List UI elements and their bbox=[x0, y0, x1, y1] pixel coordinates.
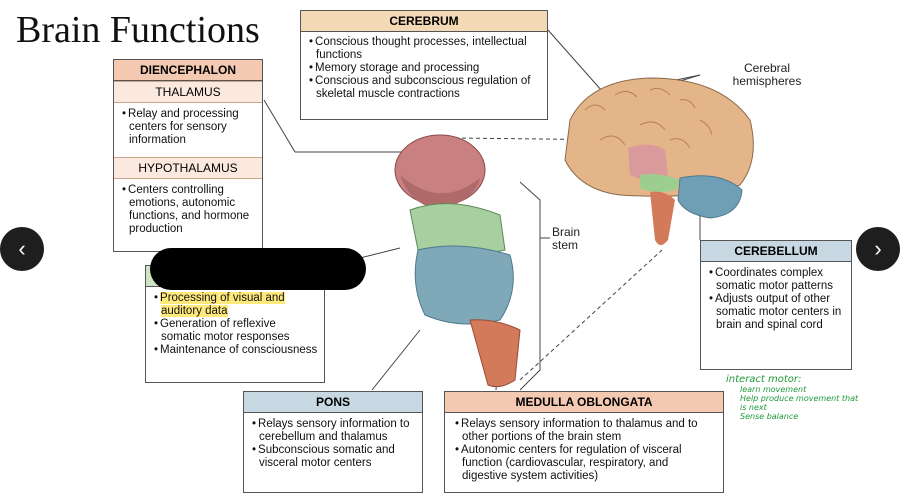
next-slide-button[interactable]: › bbox=[856, 227, 900, 271]
chevron-right-icon: › bbox=[874, 236, 882, 261]
page-title: Brain Functions bbox=[16, 9, 260, 51]
handwritten-item: Help produce movement that is next bbox=[740, 394, 859, 412]
cerebellum-item: Adjusts output of other somatic motor ce… bbox=[707, 293, 845, 332]
brainstem-drawing bbox=[394, 134, 521, 388]
midbrain-item: Generation of reflexive somatic motor re… bbox=[152, 318, 318, 344]
whole-brain-drawing bbox=[564, 77, 754, 245]
handwritten-title: interact motor: bbox=[726, 374, 802, 385]
handwritten-item: learn movement bbox=[740, 385, 807, 394]
medulla-header: MEDULLA OBLONGATA bbox=[445, 392, 723, 413]
handwritten-item: Sense balance bbox=[740, 412, 799, 421]
cerebrum-item: Conscious thought processes, intellectua… bbox=[307, 36, 541, 62]
cerebellum-box: CEREBELLUM Coordinates complex somatic m… bbox=[700, 240, 852, 370]
diencephalon-box: DIENCEPHALON THALAMUS Relay and processi… bbox=[113, 59, 263, 252]
cerebrum-item: Memory storage and processing bbox=[307, 62, 541, 75]
redaction-overlay bbox=[150, 248, 366, 290]
pons-item: Relays sensory information to cerebellum… bbox=[250, 418, 416, 444]
handwritten-note: interact motor: learn movement Help prod… bbox=[726, 374, 876, 421]
thalamus-item: Relay and processing centers for sensory… bbox=[120, 108, 256, 147]
thalamus-header: THALAMUS bbox=[114, 81, 262, 103]
cerebellum-item: Coordinates complex somatic motor patter… bbox=[707, 267, 845, 293]
chevron-left-icon: ‹ bbox=[18, 236, 26, 261]
cerebrum-item: Conscious and subconscious regulation of… bbox=[307, 75, 541, 101]
pons-item: Subconscious somatic and visceral motor … bbox=[250, 444, 416, 470]
midbrain-item: Processing of visual and auditory data bbox=[152, 292, 318, 318]
hypothalamus-header: HYPOTHALAMUS bbox=[114, 157, 262, 179]
brain-stem-label: Brain stem bbox=[552, 225, 581, 252]
cerebrum-box: CEREBRUM Conscious thought processes, in… bbox=[300, 10, 548, 120]
cerebellum-header: CEREBELLUM bbox=[701, 241, 851, 262]
medulla-item: Autonomic centers for regulation of visc… bbox=[453, 444, 715, 483]
pons-box: PONS Relays sensory information to cereb… bbox=[243, 391, 423, 493]
diencephalon-header: DIENCEPHALON bbox=[114, 60, 262, 81]
medulla-box: MEDULLA OBLONGATA Relays sensory informa… bbox=[444, 391, 724, 493]
prev-slide-button[interactable]: ‹ bbox=[0, 227, 44, 271]
cerebrum-header: CEREBRUM bbox=[301, 11, 547, 32]
midbrain-item: Maintenance of consciousness bbox=[152, 344, 318, 357]
medulla-item: Relays sensory information to thalamus a… bbox=[453, 418, 715, 444]
hypothalamus-item: Centers controlling emotions, autonomic … bbox=[120, 184, 256, 236]
cerebral-hemispheres-label: Cerebral hemispheres bbox=[732, 61, 802, 88]
pons-header: PONS bbox=[244, 392, 422, 413]
